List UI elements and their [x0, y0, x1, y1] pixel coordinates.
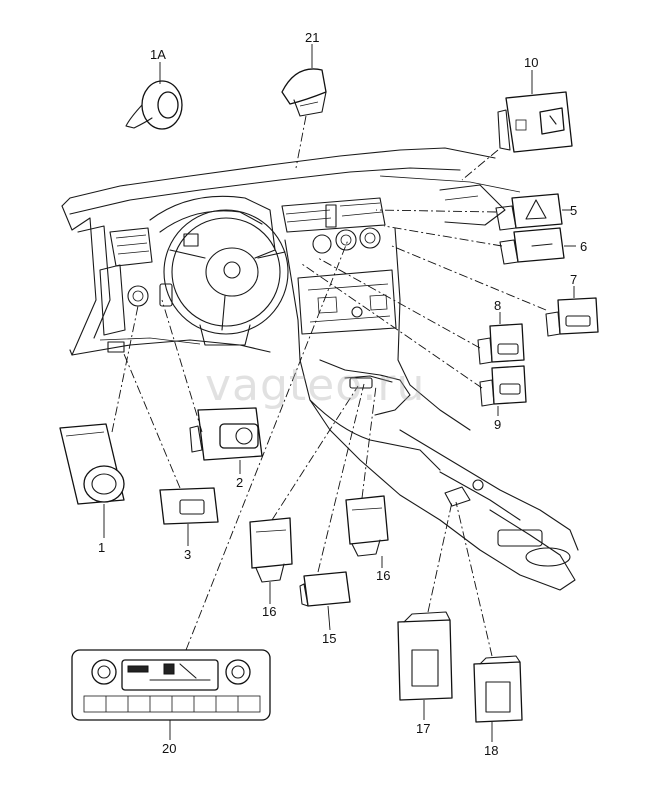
- callout-6: 6: [580, 239, 588, 254]
- callout-1a: 1A: [150, 47, 166, 62]
- watermark-text: vagteo.ru: [205, 360, 426, 411]
- part-3-switch: [159, 487, 219, 525]
- leader-lines: [103, 44, 576, 742]
- part-21-cover-cap: [281, 68, 327, 117]
- part-2-ignition-switch: [189, 407, 263, 461]
- callout-16-left: 16: [262, 604, 277, 619]
- callout-16-right: 16: [376, 568, 391, 583]
- part-20-climate-control: [71, 649, 271, 721]
- part-16-relay-left: [249, 517, 293, 583]
- part-15-switch: [299, 571, 351, 607]
- callout-20: 20: [162, 741, 177, 756]
- part-1-headlight-switch: [59, 423, 125, 505]
- callout-2: 2: [236, 475, 244, 490]
- callout-7: 7: [570, 272, 578, 287]
- part-8-switch: [477, 323, 525, 365]
- part-5-hazard-switch: [495, 193, 563, 231]
- part-1a-tape-roll: [125, 80, 183, 130]
- part-10-switch: [497, 91, 573, 153]
- part-6-switch: [499, 227, 565, 265]
- part-17-switch: [397, 611, 453, 701]
- callout-10: 10: [524, 55, 539, 70]
- callout-3: 3: [184, 547, 192, 562]
- callout-18: 18: [484, 743, 499, 758]
- callout-8: 8: [494, 298, 502, 313]
- part-18-switch: [473, 655, 523, 723]
- callout-1: 1: [98, 540, 106, 555]
- part-7-switch: [545, 297, 599, 337]
- callout-15: 15: [322, 631, 337, 646]
- dashboard-illustration: [61, 147, 579, 591]
- callout-9: 9: [494, 417, 502, 432]
- callout-5: 5: [570, 203, 578, 218]
- part-16-relay-right: [345, 495, 389, 557]
- callout-17: 17: [416, 721, 431, 736]
- callout-21: 21: [305, 30, 320, 45]
- part-9-switch: [479, 365, 527, 407]
